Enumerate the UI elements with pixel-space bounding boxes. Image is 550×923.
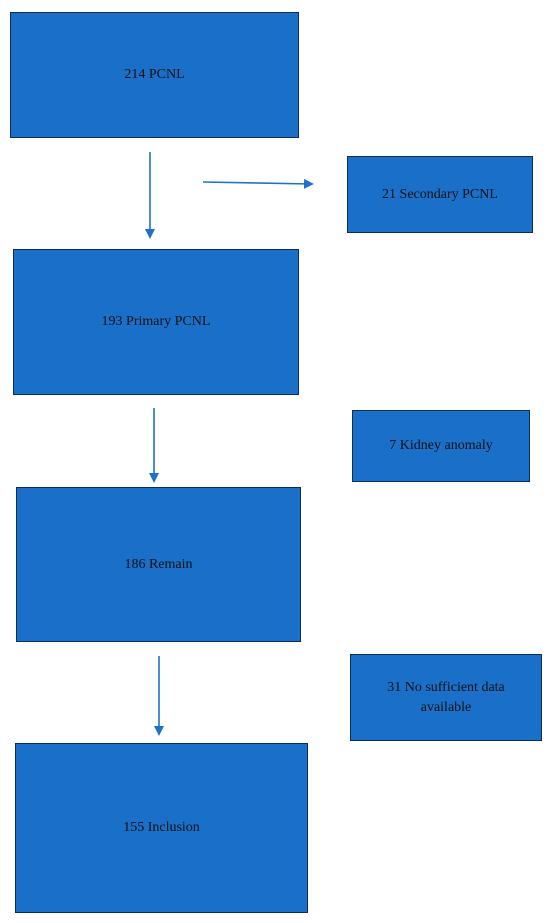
box-21-secondary-pcnl: 21 Secondary PCNL [347,156,533,233]
box-155-inclusion: 155 Inclusion [15,743,308,913]
box-label: 193 Primary PCNL [101,314,211,329]
box-label: 31 No sufficient data available [387,679,505,715]
box-186-remain: 186 Remain [16,487,301,642]
box-label: 21 Secondary PCNL [382,186,498,202]
box-label: 186 Remain [124,556,193,572]
box-label: 155 Inclusion [123,820,200,835]
box-214-pcnl: 214 PCNL [10,12,299,138]
box-label: 7 Kidney anomaly [389,438,493,453]
box-31-no-sufficient-data: 31 No sufficient data available [350,654,542,741]
box-7-kidney-anomaly: 7 Kidney anomaly [352,410,530,482]
box-193-primary-pcnl: 193 Primary PCNL [13,249,299,395]
arrow-to-secondary [202,178,314,189]
box-label: 214 PCNL [124,67,185,82]
